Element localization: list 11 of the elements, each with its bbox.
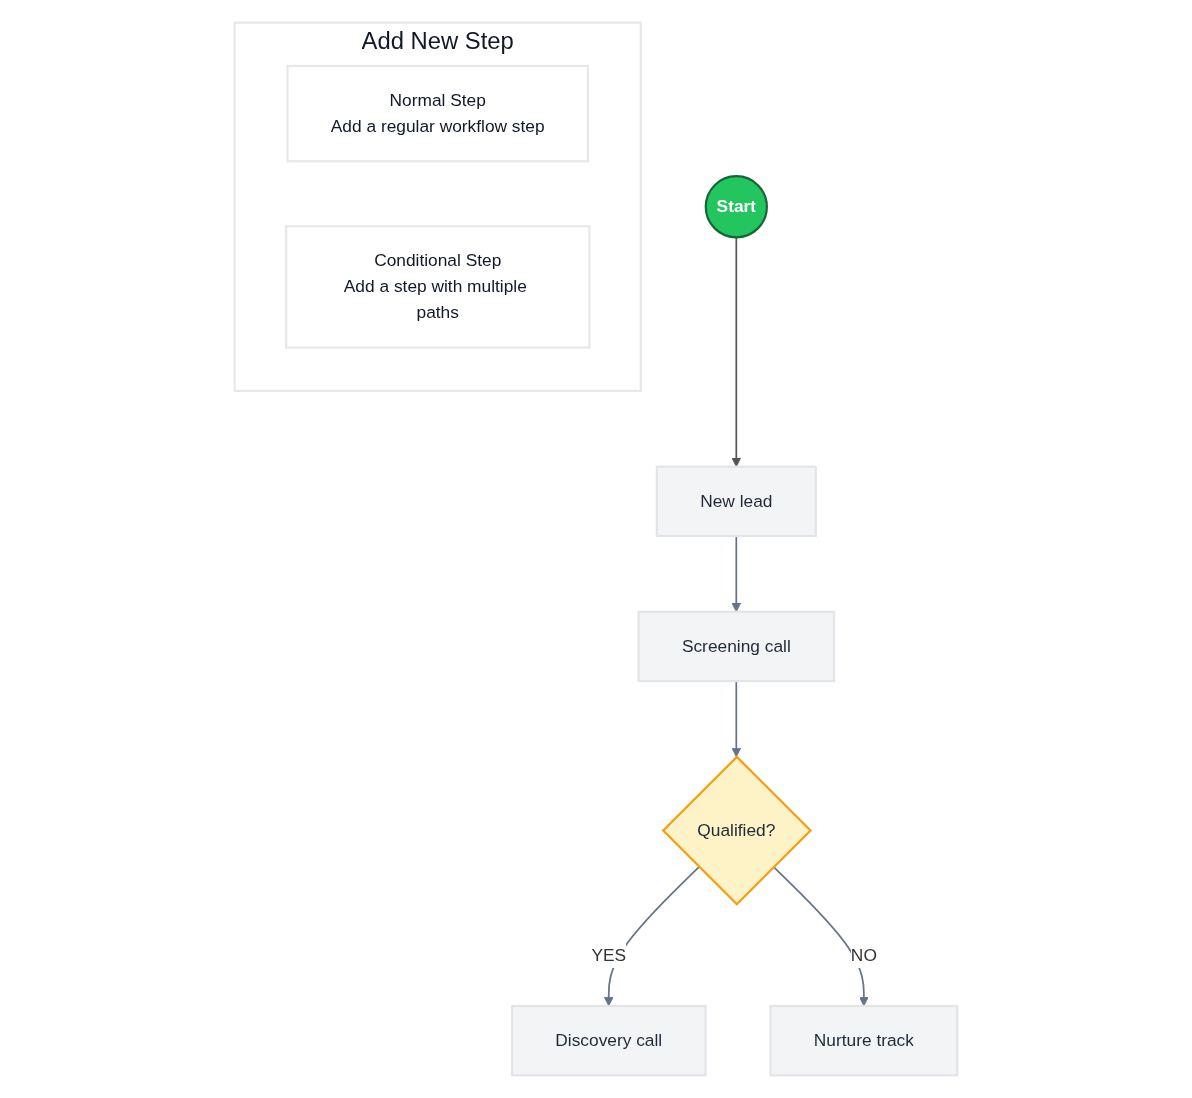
node-box: Discovery call — [510, 1004, 707, 1077]
node-box: Normal Step Add a regular workflow step — [286, 64, 590, 163]
node-diamond: Qualified? — [661, 755, 813, 906]
node-circle: Start — [704, 175, 768, 239]
node-box: Nurture track — [769, 1004, 959, 1077]
arrow — [772, 866, 869, 1007]
node-box: Screening call — [637, 610, 836, 683]
edge-label: NO — [850, 945, 877, 964]
edge-label: YES — [591, 945, 627, 964]
node-box: Conditional Step Add a step with multiple paths — [285, 225, 591, 349]
node-box: New lead — [655, 465, 817, 538]
